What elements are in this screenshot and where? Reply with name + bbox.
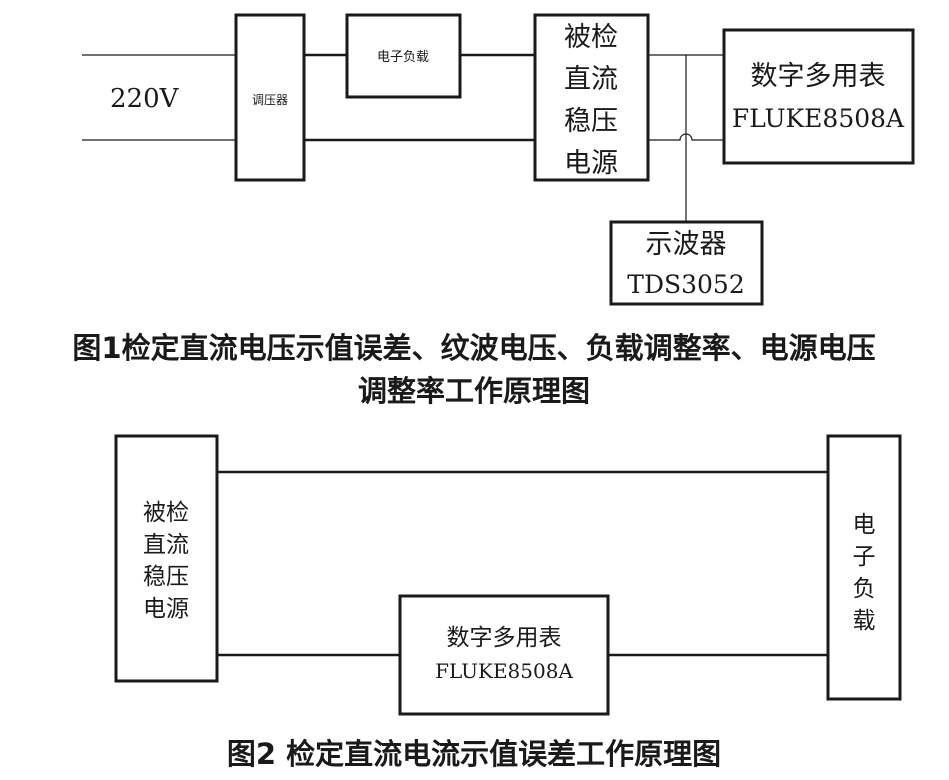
- load2-char-1: 电: [853, 512, 876, 538]
- psu2-label-line-4: 电源: [143, 596, 189, 622]
- oscilloscope-model: TDS3052: [627, 270, 744, 299]
- figure-1-caption-line-1: 图1检定直流电压示值误差、纹波电压、负载调整率、电源电压: [72, 331, 875, 365]
- multimeter2-model: FLUKE8508A: [435, 659, 573, 683]
- multimeter-box: [722, 28, 915, 165]
- multimeter-name: 数字多用表: [751, 61, 886, 92]
- psu-label-line-1: 被检: [564, 22, 618, 53]
- load2-char-3: 负: [853, 576, 876, 602]
- electronic-load-label: 电子负载: [377, 50, 429, 65]
- psu2-label-line-3: 稳压: [143, 564, 189, 590]
- psu-under-test-box-2: [114, 434, 219, 683]
- oscilloscope-box: [609, 220, 764, 306]
- psu-label-line-4: 电源: [564, 148, 618, 179]
- voltage-regulator-label: 调压器: [252, 93, 288, 107]
- psu-label-line-3: 稳压: [564, 106, 618, 137]
- figure-1-caption-line-2: 调整率工作原理图: [358, 374, 590, 408]
- voltage-regulator-box: [234, 13, 306, 182]
- multimeter-box-2: [398, 594, 610, 716]
- figure-1: 220V 调压器 电子负载 被检 直流 稳压 电源 数字多用表 FLUKE850…: [72, 13, 915, 408]
- psu-label-line-2: 直流: [564, 64, 618, 95]
- multimeter2-name: 数字多用表: [447, 625, 562, 651]
- figure-2-caption: 图2 检定直流电流示值误差工作原理图: [227, 737, 721, 771]
- oscilloscope-name: 示波器: [646, 229, 727, 260]
- electronic-load-box-2: [826, 434, 902, 701]
- multimeter-model: FLUKE8508A: [732, 104, 905, 133]
- psu-under-test-box: [533, 13, 650, 182]
- figure-2: 被检 直流 稳压 电源 数字多用表 FLUKE8508A 电 子 负 载 图2 …: [114, 434, 902, 771]
- load2-char-4: 载: [853, 608, 876, 634]
- psu2-label-line-1: 被检: [143, 500, 189, 526]
- load2-char-2: 子: [853, 544, 876, 570]
- input-voltage-label: 220V: [110, 84, 180, 114]
- electronic-load-box: [345, 13, 462, 99]
- psu2-label-line-2: 直流: [143, 532, 189, 558]
